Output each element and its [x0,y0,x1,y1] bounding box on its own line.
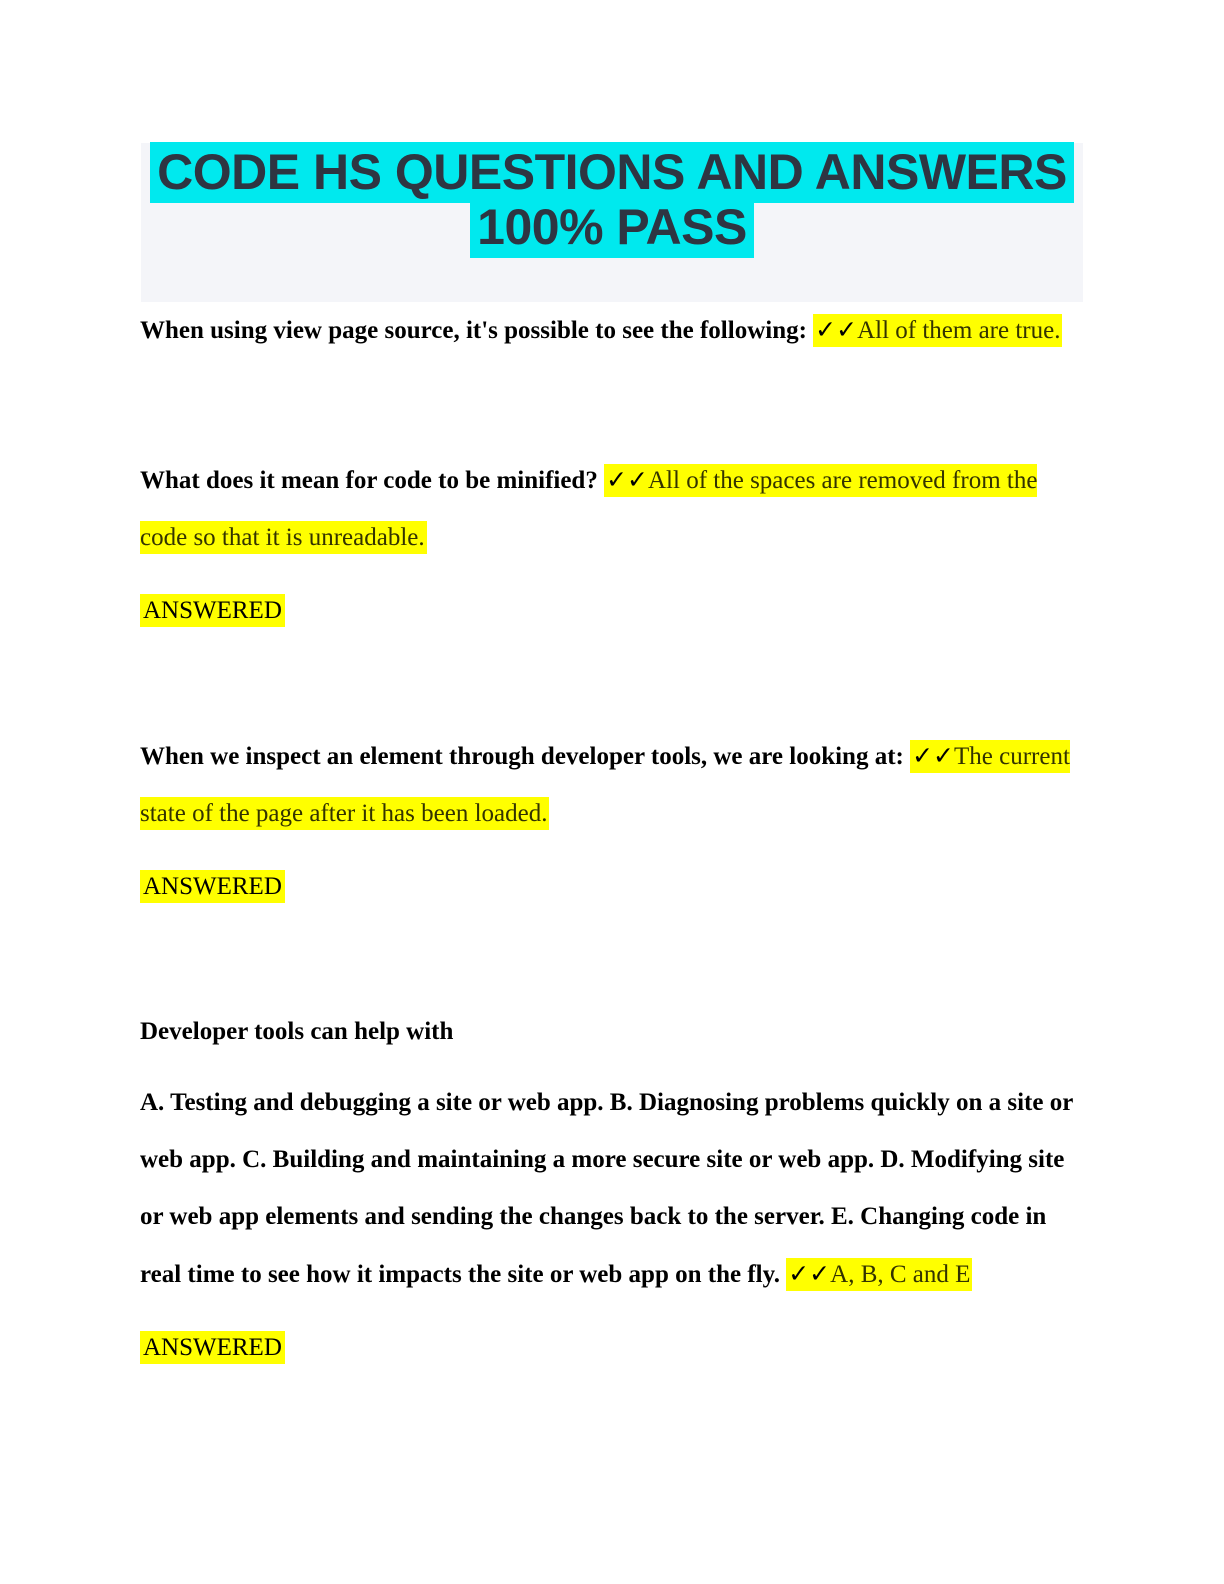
question-text: When we inspect an element through devel… [140,743,911,770]
qa-paragraph: When we inspect an element through devel… [140,727,1080,842]
title-banner: CODE HS QUESTIONS AND ANSWERS 100% PASS [141,142,1083,302]
question-text: A. Testing and debugging a site or web a… [140,1089,1073,1288]
answer-text: All of the spaces are removed from the c… [140,467,1038,551]
question-intro-paragraph: Developer tools can help with [140,1003,1080,1060]
qa-paragraph: What does it mean for code to be minifie… [140,451,1080,566]
answer-text: All of them are true. [857,317,1061,344]
title-highlight: 100% PASS [470,197,754,258]
answered-badge: ANSWERED [140,1331,285,1364]
double-check-icon: ✓✓ [912,741,955,770]
document-title-line-2: 100% PASS [141,197,1083,258]
answer-text: The current state of the page after it h… [140,743,1070,827]
answered-badge: ANSWERED [140,594,285,627]
answered-row: ANSWERED [140,582,1080,639]
answered-row: ANSWERED [140,858,1080,915]
question-text: What does it mean for code to be minifie… [140,467,605,494]
double-check-icon: ✓✓ [788,1259,831,1288]
title-highlight: CODE HS QUESTIONS AND ANSWERS [150,142,1074,203]
qa-paragraph: When using view page source, it's possib… [140,301,1080,359]
answer-highlight: ✓✓A, B, C and E [786,1258,973,1291]
document-title-line-1: CODE HS QUESTIONS AND ANSWERS [141,142,1083,203]
double-check-icon: ✓✓ [815,315,858,344]
double-check-icon: ✓✓ [606,465,648,494]
answered-badge: ANSWERED [140,870,285,903]
answer-highlight: ✓✓All of them are true. [813,314,1063,347]
answered-row: ANSWERED [140,1319,1080,1376]
answer-text: A, B, C and E [830,1261,971,1288]
question-text: Developer tools can help with [140,1018,454,1045]
qa-paragraph: A. Testing and debugging a site or web a… [140,1074,1080,1303]
document-body: When using view page source, it's possib… [140,301,1080,1376]
question-text: When using view page source, it's possib… [140,317,814,344]
